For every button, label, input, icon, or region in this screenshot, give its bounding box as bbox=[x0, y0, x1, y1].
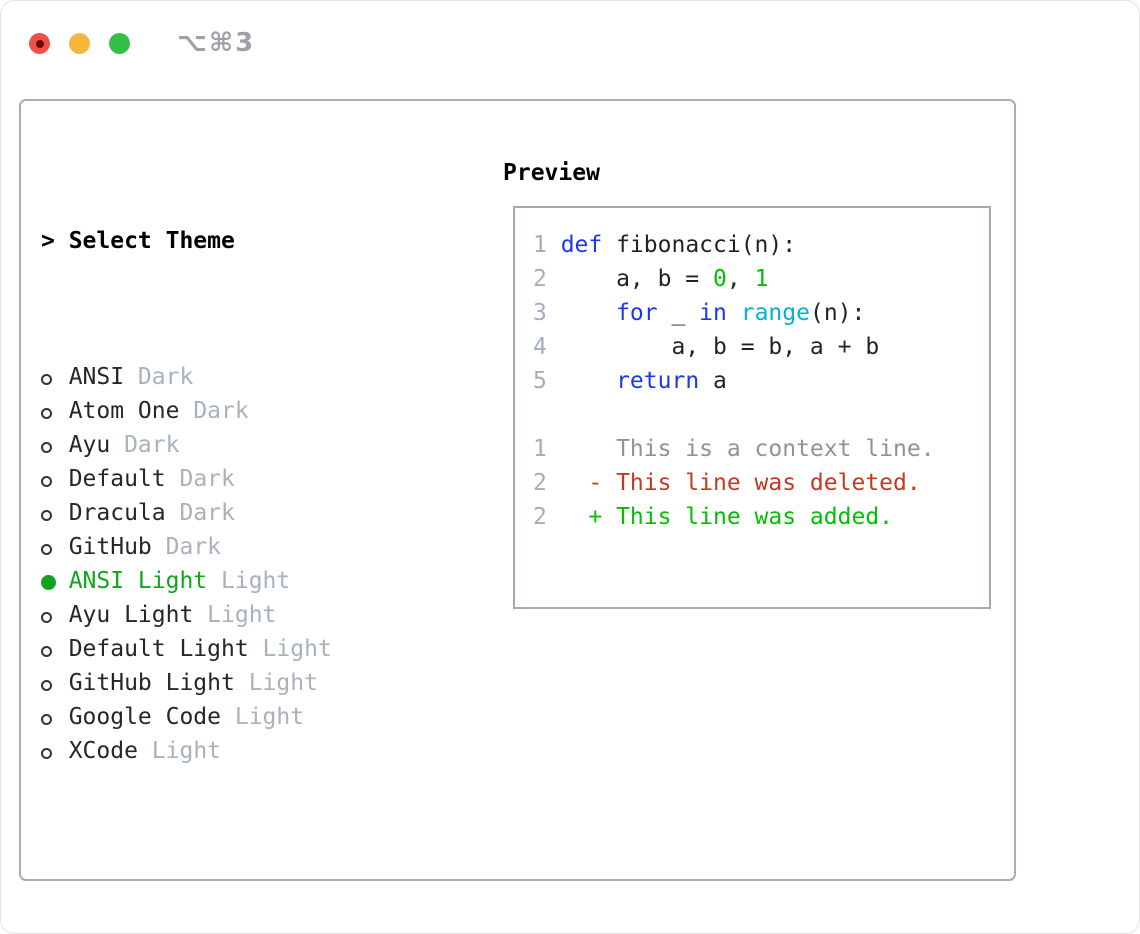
theme-variant-tag: Dark bbox=[151, 534, 222, 560]
radio-selected-icon bbox=[41, 564, 69, 598]
line-number: 2 bbox=[533, 504, 547, 530]
radio-icon bbox=[41, 530, 69, 564]
radio-icon bbox=[41, 496, 69, 530]
theme-variant-tag: Dark bbox=[165, 466, 235, 492]
theme-item-xcode[interactable]: XCode Light bbox=[41, 734, 429, 768]
theme-name: Ayu bbox=[68, 432, 111, 458]
theme-variant-tag: Dark bbox=[110, 432, 180, 458]
radio-icon bbox=[41, 700, 69, 734]
close-button[interactable] bbox=[29, 32, 50, 54]
theme-item-ayu-light[interactable]: Ayu Light Light bbox=[41, 598, 429, 632]
theme-item-ayu[interactable]: Ayu Dark bbox=[41, 428, 429, 462]
theme-name: ANSI Light bbox=[68, 568, 208, 594]
code-line: 4 a, b = b, a + b bbox=[533, 330, 989, 364]
theme-name: Google Code bbox=[68, 704, 222, 730]
code-line: 2 a, b = 0, 1 bbox=[533, 262, 989, 296]
theme-variant-tag: Dark bbox=[165, 500, 235, 526]
theme-variant-tag: Light bbox=[137, 738, 222, 764]
code-line: 1 This is a context line. bbox=[533, 432, 989, 466]
radio-icon bbox=[41, 666, 69, 700]
theme-name: Default bbox=[68, 466, 166, 492]
radio-icon bbox=[41, 632, 69, 666]
theme-item-default-light[interactable]: Default Light Light bbox=[41, 632, 429, 666]
theme-variant-tag: Dark bbox=[124, 364, 194, 390]
theme-item-dracula[interactable]: Dracula Dark bbox=[41, 496, 429, 530]
theme-name: Atom One bbox=[68, 398, 180, 424]
zoom-button[interactable] bbox=[109, 32, 130, 54]
line-number: 1 bbox=[533, 436, 547, 462]
radio-icon bbox=[41, 428, 69, 462]
code-line bbox=[533, 398, 989, 432]
theme-item-ansi[interactable]: ANSI Dark bbox=[41, 360, 429, 394]
code-line: 3 for _ in range(n): bbox=[533, 296, 989, 330]
minimize-button[interactable] bbox=[69, 32, 90, 54]
line-number: 2 bbox=[533, 470, 547, 496]
theme-item-github[interactable]: GitHub Dark bbox=[41, 530, 429, 564]
theme-name: Default Light bbox=[68, 636, 249, 662]
theme-list-title: Select Theme bbox=[68, 228, 235, 254]
theme-variant-tag: Light bbox=[248, 636, 332, 662]
window-title: ⌥⌘3 bbox=[177, 28, 256, 58]
code-line: 5 return a bbox=[533, 364, 989, 398]
theme-name: GitHub bbox=[68, 534, 152, 560]
close-dot-icon bbox=[36, 39, 44, 48]
line-number: 5 bbox=[533, 368, 547, 394]
theme-variant-tag: Light bbox=[234, 670, 318, 696]
theme-variant-tag: Dark bbox=[179, 398, 249, 424]
theme-name: ANSI bbox=[68, 364, 125, 390]
theme-item-default[interactable]: Default Dark bbox=[41, 462, 429, 496]
theme-variant-tag: Light bbox=[193, 602, 277, 628]
radio-icon bbox=[41, 394, 69, 428]
radio-icon bbox=[41, 462, 69, 496]
theme-variant-tag: Light bbox=[221, 704, 305, 730]
code-line: 2 + This line was added. bbox=[533, 500, 989, 534]
theme-list-header: > Select Theme bbox=[41, 224, 429, 258]
spacer bbox=[41, 870, 429, 904]
pointer-icon: > bbox=[41, 228, 55, 254]
code-line: 2 - This line was deleted. bbox=[533, 466, 989, 500]
preview-title: Preview bbox=[503, 160, 600, 186]
line-number: 3 bbox=[533, 300, 547, 326]
radio-icon bbox=[41, 734, 69, 768]
theme-item-atom-one[interactable]: Atom One Dark bbox=[41, 394, 429, 428]
line-number: 4 bbox=[533, 334, 547, 360]
theme-item-github-light[interactable]: GitHub Light Light bbox=[41, 666, 429, 700]
theme-name: Dracula bbox=[68, 500, 166, 526]
theme-item-google-code[interactable]: Google Code Light bbox=[41, 700, 429, 734]
line-number: 1 bbox=[533, 232, 547, 258]
line-number: 2 bbox=[533, 266, 547, 292]
radio-icon bbox=[41, 360, 69, 394]
theme-name: Ayu Light bbox=[68, 602, 194, 628]
theme-item-ansi-light[interactable]: ANSI Light Light bbox=[41, 564, 429, 598]
theme-variant-tag: Light bbox=[207, 568, 291, 594]
titlebar: ⌥⌘3 bbox=[29, 28, 255, 58]
theme-name: XCode bbox=[68, 738, 138, 764]
radio-icon bbox=[41, 598, 69, 632]
theme-name: GitHub Light bbox=[68, 670, 235, 696]
